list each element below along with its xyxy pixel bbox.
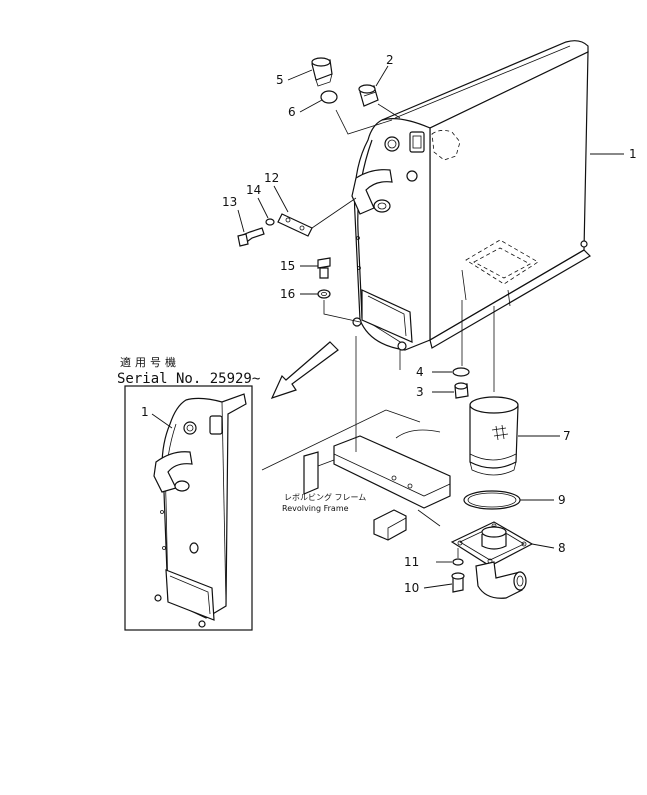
frame-label-jp: レボルビング フレーム xyxy=(284,492,366,502)
callout-14: 14 xyxy=(246,183,261,197)
filter-assembly xyxy=(450,300,534,599)
callout-5: 5 xyxy=(276,73,284,87)
callout-4: 4 xyxy=(416,365,424,379)
callout-15: 15 xyxy=(280,259,295,273)
hydraulic-tank xyxy=(351,40,591,351)
callout-11: 11 xyxy=(404,555,419,569)
frame-label-en: Revolving Frame xyxy=(282,504,349,513)
callout-10: 10 xyxy=(404,581,419,595)
callout-9: 9 xyxy=(558,493,566,507)
callout-16: 16 xyxy=(280,287,295,301)
callout-7: 7 xyxy=(563,429,571,443)
view-direction-arrow xyxy=(270,341,339,400)
callout-1: 1 xyxy=(629,147,637,161)
callout-13: 13 xyxy=(222,195,237,209)
callout-3: 3 xyxy=(416,385,424,399)
callout-2: 2 xyxy=(386,53,394,67)
revolving-frame xyxy=(261,336,451,541)
callout-8: 8 xyxy=(558,541,566,555)
callout-labels: 1 2 3 4 5 6 7 8 9 10 11 12 13 14 15 16 1 xyxy=(141,53,637,595)
inset-applicable-label: 適用号機 xyxy=(120,355,180,369)
bolt-washer-assembly xyxy=(317,257,361,323)
bracket-bolt-assembly xyxy=(237,197,357,247)
callout-12: 12 xyxy=(264,171,279,185)
plug-assembly xyxy=(311,57,401,135)
leader-lines xyxy=(151,65,624,589)
inset-callout-1: 1 xyxy=(141,405,149,419)
callout-6: 6 xyxy=(288,105,296,119)
inset-serial-number: Serial No. 25929~ xyxy=(117,371,260,387)
serial-inset xyxy=(124,385,253,631)
